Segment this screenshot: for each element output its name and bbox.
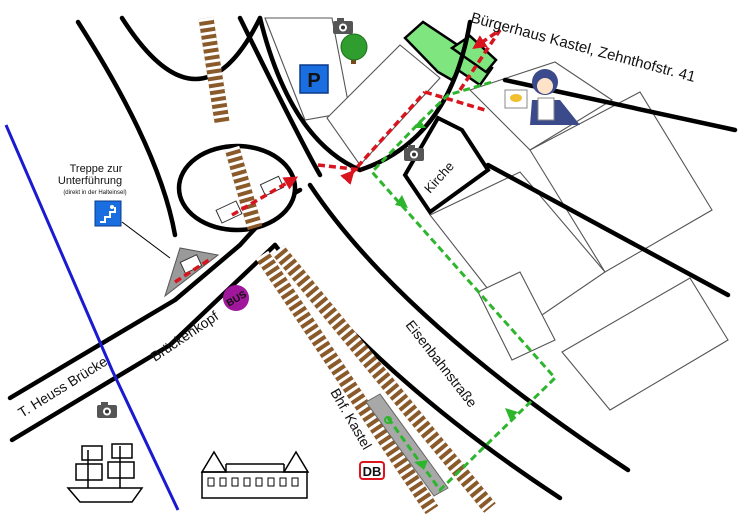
block-church-area [326,44,441,166]
block-east-4 [561,277,729,411]
road-far-east [485,162,731,298]
parking-icon: P [299,64,329,94]
road-northwest-curve [119,15,263,82]
church: Kirche [402,115,491,215]
street-label-brueckenkopf: Brückenkopf [148,308,222,365]
block-east-3 [477,271,556,361]
block-east-1 [529,91,713,273]
road-central-west [237,15,323,178]
db-logo-icon: DB [359,461,385,480]
railway [198,16,496,515]
mascot-icon [504,69,580,125]
route-red [174,28,502,284]
stairs-island [164,175,285,298]
stairs-label-line2: Unterführung [58,175,122,187]
church-outline [402,115,491,215]
stairs-label-note: (direkt in der Halteinsel) [63,190,126,196]
camera-icon-north [333,18,353,34]
camera-icon-bridge [97,402,117,418]
stairs-label-line1: Treppe zur [70,163,123,175]
map-title: Bürgerhaus Kastel, Zehnthofstr. 41 [469,9,697,85]
road-bridge-lower [9,242,278,443]
castle-icon [200,450,310,499]
tree-icon [340,33,368,64]
route-green [369,80,558,493]
svg-text:DB: DB [363,464,382,479]
road-north-east-spine [257,15,473,173]
stairs-icon [94,200,122,227]
camera-icon-church [404,145,424,161]
bus-icon: BUS [223,285,249,311]
road-north-west [75,19,178,238]
svg-text:P: P [307,70,320,92]
ship-icon [66,443,144,503]
river [4,124,180,511]
road-east-upper [307,182,631,473]
